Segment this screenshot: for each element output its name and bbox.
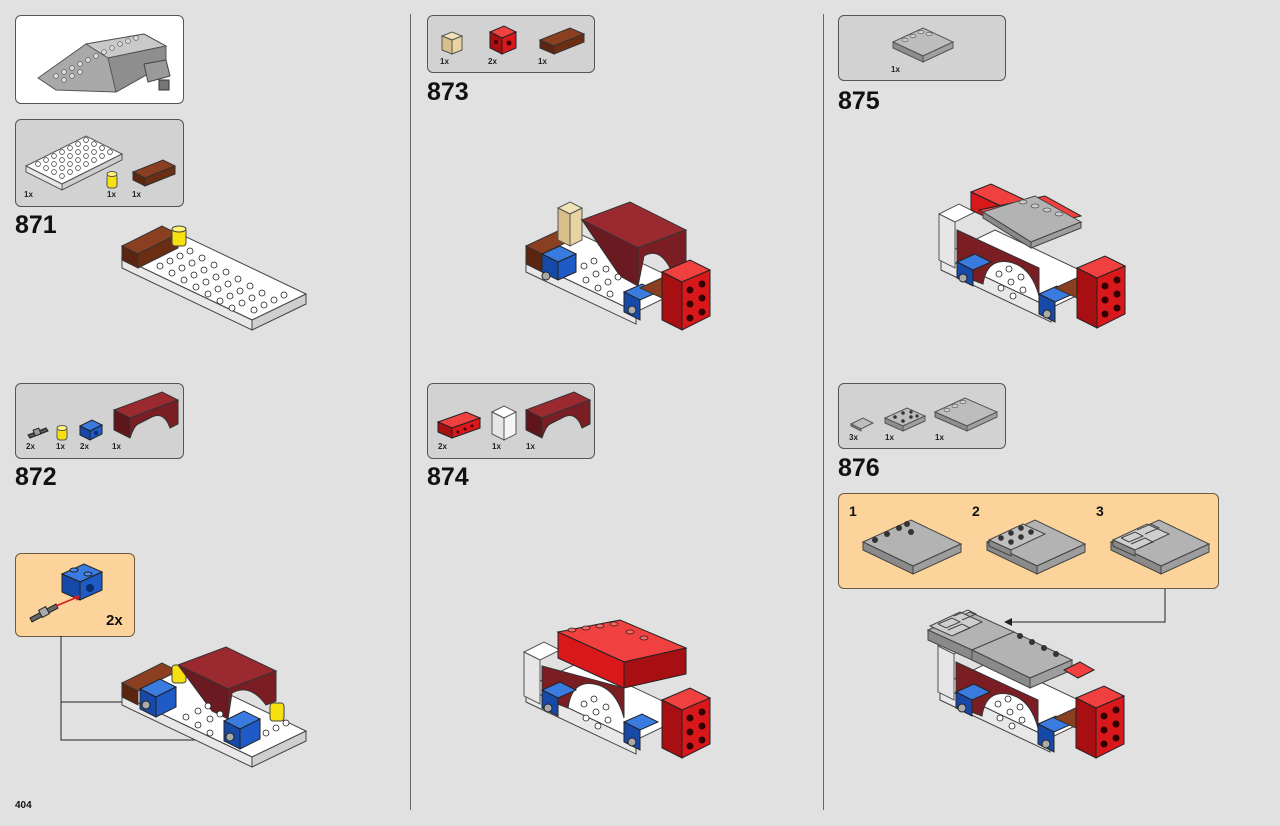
part-qty: 2x bbox=[26, 442, 35, 451]
substep-number: 2 bbox=[972, 503, 980, 519]
gray-tile-4x4-icon bbox=[933, 397, 999, 432]
white-brick-icon bbox=[490, 405, 518, 441]
parts-list-871: 1x 1x 1x bbox=[15, 119, 184, 207]
gray-axle-pin-icon bbox=[29, 595, 81, 623]
part-qty: 1x bbox=[885, 433, 894, 442]
submodel-preview-image bbox=[37, 33, 171, 93]
step-number-872: 872 bbox=[15, 463, 57, 491]
gray-tile-4x4-icon bbox=[891, 27, 955, 63]
part-qty: 1x bbox=[24, 190, 33, 199]
step-number-875: 875 bbox=[838, 87, 880, 115]
brown-brick-1x4-icon bbox=[131, 159, 177, 187]
gray-tile-1x2-icon bbox=[849, 417, 875, 432]
red-technic-brick-icon bbox=[488, 25, 518, 55]
red-technic-brick-1x4-icon bbox=[436, 411, 482, 439]
callout-876: 1 2 3 bbox=[838, 493, 1219, 589]
brown-brick-1x4-icon bbox=[538, 27, 586, 55]
gray-plate-2x4-icon bbox=[883, 407, 927, 432]
gray-axle-pin-icon bbox=[27, 427, 49, 439]
callout-872: 2x bbox=[15, 553, 135, 637]
part-qty: 2x bbox=[488, 57, 497, 66]
part-qty: 1x bbox=[107, 190, 116, 199]
substep-2-image bbox=[985, 519, 1087, 575]
dark-red-arch-icon bbox=[112, 391, 180, 439]
step-number-874: 874 bbox=[427, 463, 469, 491]
tan-brick-icon bbox=[440, 31, 464, 55]
part-qty: 1x bbox=[891, 65, 900, 74]
step-875-model bbox=[937, 183, 1127, 329]
yellow-round-brick-icon bbox=[106, 171, 118, 189]
step-number-873: 873 bbox=[427, 78, 469, 106]
part-qty: 1x bbox=[526, 442, 535, 451]
step-number-876: 876 bbox=[838, 454, 880, 482]
step-873-model bbox=[524, 201, 712, 331]
column-divider-left bbox=[410, 14, 411, 810]
dark-red-arch-icon bbox=[524, 391, 592, 439]
part-qty: 1x bbox=[132, 190, 141, 199]
page-number: 404 bbox=[15, 800, 32, 811]
part-qty: 2x bbox=[80, 442, 89, 451]
substep-number: 1 bbox=[849, 503, 857, 519]
part-qty: 1x bbox=[56, 442, 65, 451]
step-874-model bbox=[522, 619, 712, 759]
substep-number: 3 bbox=[1096, 503, 1104, 519]
part-qty: 1x bbox=[935, 433, 944, 442]
parts-list-874: 2x 1x 1x bbox=[427, 383, 595, 459]
yellow-round-brick-icon bbox=[56, 425, 68, 441]
parts-list-873: 1x 2x 1x bbox=[427, 15, 595, 73]
part-qty: 1x bbox=[112, 442, 121, 451]
callout-multiplier: 2x bbox=[106, 612, 123, 629]
substep-3-image bbox=[1109, 519, 1211, 575]
column-divider-right bbox=[823, 14, 824, 810]
step-871-model bbox=[120, 225, 308, 331]
part-qty: 1x bbox=[492, 442, 501, 451]
substep-1-image bbox=[861, 519, 963, 575]
parts-list-876: 3x 1x 1x bbox=[838, 383, 1006, 449]
white-plate-6x10-icon bbox=[24, 135, 124, 191]
blue-technic-brick-icon bbox=[78, 419, 104, 441]
parts-list-872: 2x 1x 2x 1x bbox=[15, 383, 184, 459]
part-qty: 1x bbox=[538, 57, 547, 66]
step-876-model bbox=[926, 609, 1126, 759]
part-qty: 3x bbox=[849, 433, 858, 442]
step-number-871: 871 bbox=[15, 211, 57, 239]
step-872-model bbox=[120, 646, 308, 768]
callout-connector bbox=[1004, 589, 1166, 626]
part-qty: 1x bbox=[440, 57, 449, 66]
submodel-preview-box bbox=[15, 15, 184, 104]
part-qty: 2x bbox=[438, 442, 447, 451]
blue-technic-brick-icon bbox=[60, 563, 104, 601]
parts-list-875: 1x bbox=[838, 15, 1006, 81]
